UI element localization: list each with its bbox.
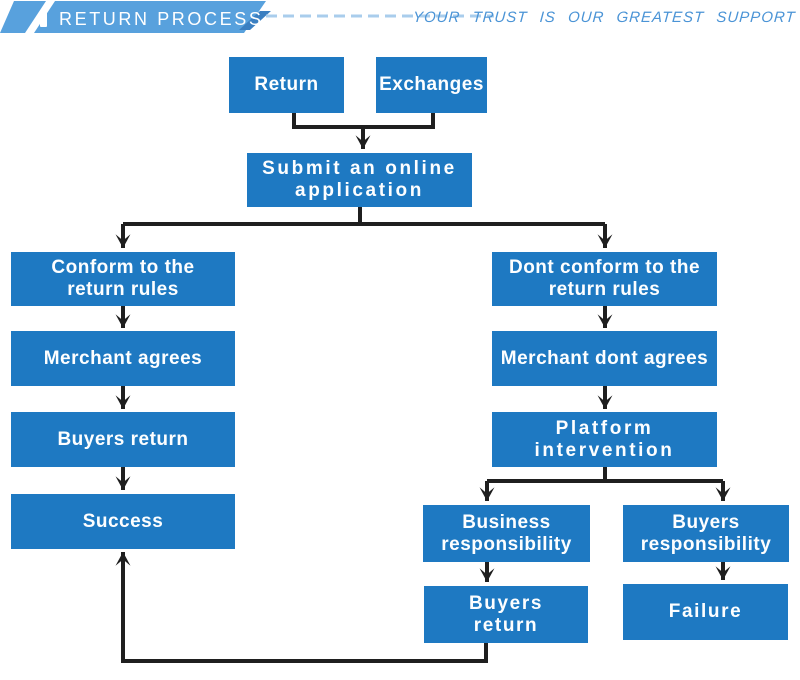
page-title: RETURN PROCESS: [59, 9, 264, 29]
node-merchant-dont-agrees: Merchant dont agrees: [492, 331, 717, 386]
node-success: Success: [11, 494, 235, 549]
node-business-responsibility: Business responsibility: [423, 505, 590, 562]
node-failure: Failure: [623, 584, 788, 640]
node-exchanges: Exchanges: [376, 57, 487, 113]
header-banner: RETURN PROCESS YOUR TRUST IS OUR GREATES…: [0, 0, 800, 36]
connector-platform-split: [487, 467, 723, 483]
node-buyers-responsibility: Buyers responsibility: [623, 505, 789, 562]
node-dont-conform-rules: Dont conform to the return rules: [492, 252, 717, 306]
node-buyers-return-left: Buyers return: [11, 412, 235, 467]
banner-parallelogram: [0, 1, 266, 33]
banner-accent-tail: [239, 11, 271, 30]
node-platform-intervention: Platform intervention: [492, 412, 717, 467]
node-submit-application: Submit an online application: [247, 153, 472, 207]
node-buyers-return-right: Buyers return: [424, 586, 588, 643]
title-bullet-bar-icon: [40, 10, 47, 27]
node-merchant-agrees: Merchant agrees: [11, 331, 235, 386]
connector-return-exchanges-join: [292, 113, 435, 129]
banner-shapes: [0, 1, 494, 33]
node-return: Return: [229, 57, 344, 113]
connector-main-split: [123, 207, 605, 226]
header-slogan: YOUR TRUST IS OUR GREATEST SUPPORT: [412, 9, 797, 26]
node-conform-rules: Conform to the return rules: [11, 252, 235, 306]
